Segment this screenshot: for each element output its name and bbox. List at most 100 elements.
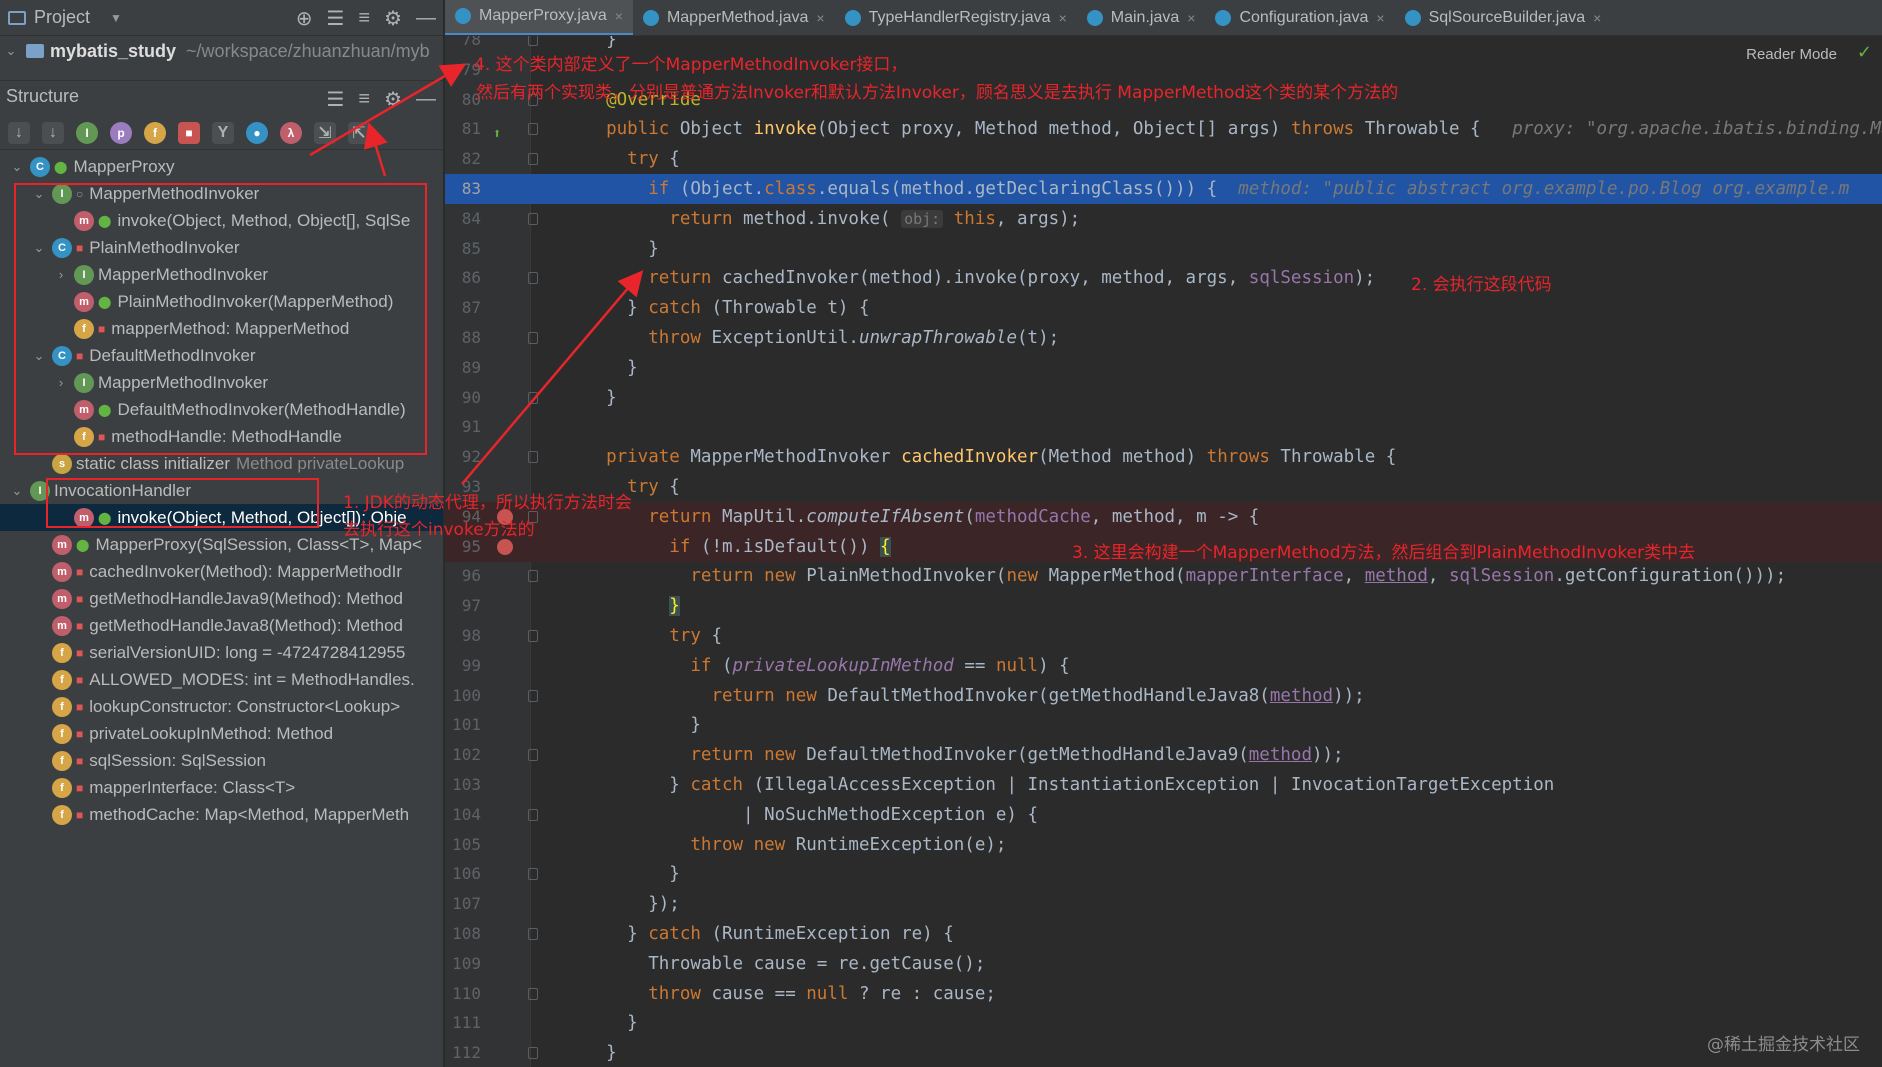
close-icon[interactable]: × <box>1187 9 1196 26</box>
code-text[interactable]: } <box>585 357 638 378</box>
tree-item[interactable]: m■getMethodHandleJava9(Method): Method <box>0 585 443 612</box>
line-number[interactable]: 80 <box>461 89 481 109</box>
code-line[interactable]: 109 Throwable cause = re.getCause(); <box>445 949 1882 979</box>
line-number[interactable]: 86 <box>461 268 481 288</box>
line-number[interactable]: 81 <box>461 119 481 139</box>
code-line[interactable]: 111 } <box>445 1008 1882 1038</box>
fold-marker-icon[interactable] <box>528 153 538 166</box>
fold-marker-icon[interactable] <box>528 570 538 583</box>
tree-item[interactable]: ⌄C■DefaultMethodInvoker <box>0 342 443 369</box>
code-text[interactable]: @Override <box>606 89 701 110</box>
tree-item[interactable]: m⬤PlainMethodInvoker(MapperMethod) <box>0 288 443 315</box>
code-text[interactable]: } <box>585 715 701 736</box>
editor-tab[interactable]: TypeHandlerRegistry.java× <box>835 0 1077 35</box>
line-number[interactable]: 112 <box>452 1043 481 1063</box>
code-line[interactable]: 99 if (privateLookupInMethod == null) { <box>445 651 1882 681</box>
show-anonymous-icon[interactable]: ● <box>246 121 268 144</box>
gear-icon[interactable]: ⚙ <box>384 7 402 30</box>
line-number[interactable]: 92 <box>461 447 481 467</box>
inspection-ok-icon[interactable]: ✓ <box>1856 42 1872 62</box>
fold-marker-icon[interactable] <box>528 808 538 821</box>
code-text[interactable]: } <box>585 1013 638 1034</box>
fold-marker-icon[interactable] <box>528 332 538 344</box>
line-number[interactable]: 83 <box>461 179 481 198</box>
line-number[interactable]: 78 <box>461 36 481 49</box>
code-line[interactable]: 110 throw cause == null ? re : cause; <box>445 979 1882 1009</box>
show-properties-icon[interactable]: p <box>110 121 132 144</box>
tree-item[interactable]: f■mapperInterface: Class<T> <box>0 774 443 801</box>
fold-marker-icon[interactable] <box>528 93 538 106</box>
collapse-all-icon[interactable]: ≡ <box>358 6 371 29</box>
code-text[interactable]: } <box>585 36 617 50</box>
override-marker-icon[interactable]: ⬆ <box>493 126 502 143</box>
tree-item[interactable]: f■privateLookupInMethod: Method <box>0 720 443 747</box>
line-number[interactable]: 90 <box>461 387 481 407</box>
code-text[interactable]: } <box>585 1043 617 1064</box>
tree-item[interactable]: m■cachedInvoker(Method): MapperMethodIr <box>0 558 443 585</box>
code-line[interactable]: 100 return new DefaultMethodInvoker(getM… <box>445 681 1882 711</box>
tree-item[interactable]: f■methodHandle: MethodHandle <box>0 423 443 450</box>
code-line[interactable]: 81⬆ public Object invoke(Object proxy, M… <box>445 114 1882 144</box>
code-text[interactable]: } <box>585 238 659 259</box>
code-line[interactable]: 89 } <box>445 353 1882 383</box>
tree-item[interactable]: f■ALLOWED_MODES: int = MethodHandles. <box>0 666 443 693</box>
line-number[interactable]: 94 <box>461 506 481 526</box>
line-number[interactable]: 103 <box>452 775 481 794</box>
fold-marker-icon[interactable] <box>528 36 538 46</box>
fold-marker-icon[interactable] <box>528 212 538 225</box>
line-number[interactable]: 111 <box>452 1013 481 1033</box>
code-text[interactable]: } <box>585 864 680 885</box>
fold-marker-icon[interactable] <box>528 749 538 762</box>
tree-item[interactable]: m■getMethodHandleJava8(Method): Method <box>0 612 443 639</box>
code-text[interactable]: Throwable cause = re.getCause(); <box>585 953 986 974</box>
line-number[interactable]: 108 <box>452 924 481 943</box>
code-line[interactable]: 86 return cachedInvoker(method).invoke(p… <box>445 263 1882 293</box>
tree-item[interactable]: f■serialVersionUID: long = -472472841295… <box>0 639 443 666</box>
code-text[interactable]: if (Object.class.equals(method.getDeclar… <box>648 179 1850 199</box>
expand-all-icon[interactable]: ☰ <box>326 88 345 111</box>
line-number[interactable]: 96 <box>461 566 481 586</box>
tree-item[interactable]: m⬤invoke(Object, Method, Object[], SqlSe <box>0 207 443 234</box>
autoscroll-to-source-icon[interactable]: ⇲ <box>314 121 336 144</box>
fold-marker-icon[interactable] <box>528 123 538 136</box>
code-text[interactable]: return MapUtil.computeIfAbsent(methodCac… <box>648 506 1260 527</box>
code-line[interactable]: 83 if (Object.class.equals(method.getDec… <box>445 174 1882 204</box>
editor-tab[interactable]: Main.java× <box>1077 0 1206 35</box>
close-icon[interactable]: × <box>1058 9 1067 26</box>
code-line[interactable]: 96 return new PlainMethodInvoker(new Map… <box>445 561 1882 591</box>
fold-marker-icon[interactable] <box>528 1047 538 1060</box>
minimize-icon[interactable]: — <box>416 87 436 110</box>
code-line[interactable]: 105 throw new RuntimeException(e); <box>445 830 1882 860</box>
autoscroll-from-source-icon[interactable]: ⇱ <box>348 121 370 144</box>
code-line[interactable]: 84 return method.invoke( obj: this, args… <box>445 204 1882 234</box>
fold-marker-icon[interactable] <box>528 868 538 881</box>
line-number[interactable]: 95 <box>461 536 481 556</box>
code-text[interactable]: private MapperMethodInvoker cachedInvoke… <box>606 447 1397 468</box>
chevron-down-icon[interactable]: ⌄ <box>33 185 45 201</box>
fold-marker-icon[interactable] <box>528 928 538 940</box>
fold-marker-icon[interactable] <box>528 391 538 404</box>
line-number[interactable]: 91 <box>461 417 481 437</box>
tree-item[interactable]: f■mapperMethod: MapperMethod <box>0 315 443 342</box>
show-fields-icon[interactable]: f <box>144 121 166 144</box>
code-line[interactable]: 90 } <box>445 383 1882 413</box>
tree-item[interactable]: m⬤invoke(Object, Method, Object[]): Obje <box>0 504 443 531</box>
code-line[interactable]: 94 return MapUtil.computeIfAbsent(method… <box>445 501 1882 532</box>
fold-marker-icon[interactable] <box>528 630 538 642</box>
line-number[interactable]: 99 <box>461 655 481 675</box>
code-line[interactable]: 85 } <box>445 234 1882 264</box>
code-line[interactable]: 97 } <box>445 591 1882 621</box>
fold-marker-icon[interactable] <box>528 987 538 1000</box>
code-text[interactable]: } <box>669 596 680 617</box>
code-text[interactable]: } catch (Throwable t) { <box>585 298 870 319</box>
minimize-icon[interactable]: — <box>416 6 436 29</box>
chevron-right-icon[interactable]: › <box>58 267 64 282</box>
close-icon[interactable]: × <box>1593 9 1602 26</box>
code-line[interactable]: 92 private MapperMethodInvoker cachedInv… <box>445 442 1882 472</box>
code-text[interactable]: return new PlainMethodInvoker(new Mapper… <box>690 566 1787 587</box>
line-number[interactable]: 100 <box>452 685 481 705</box>
code-text[interactable]: if (!m.isDefault()) { <box>669 536 891 557</box>
